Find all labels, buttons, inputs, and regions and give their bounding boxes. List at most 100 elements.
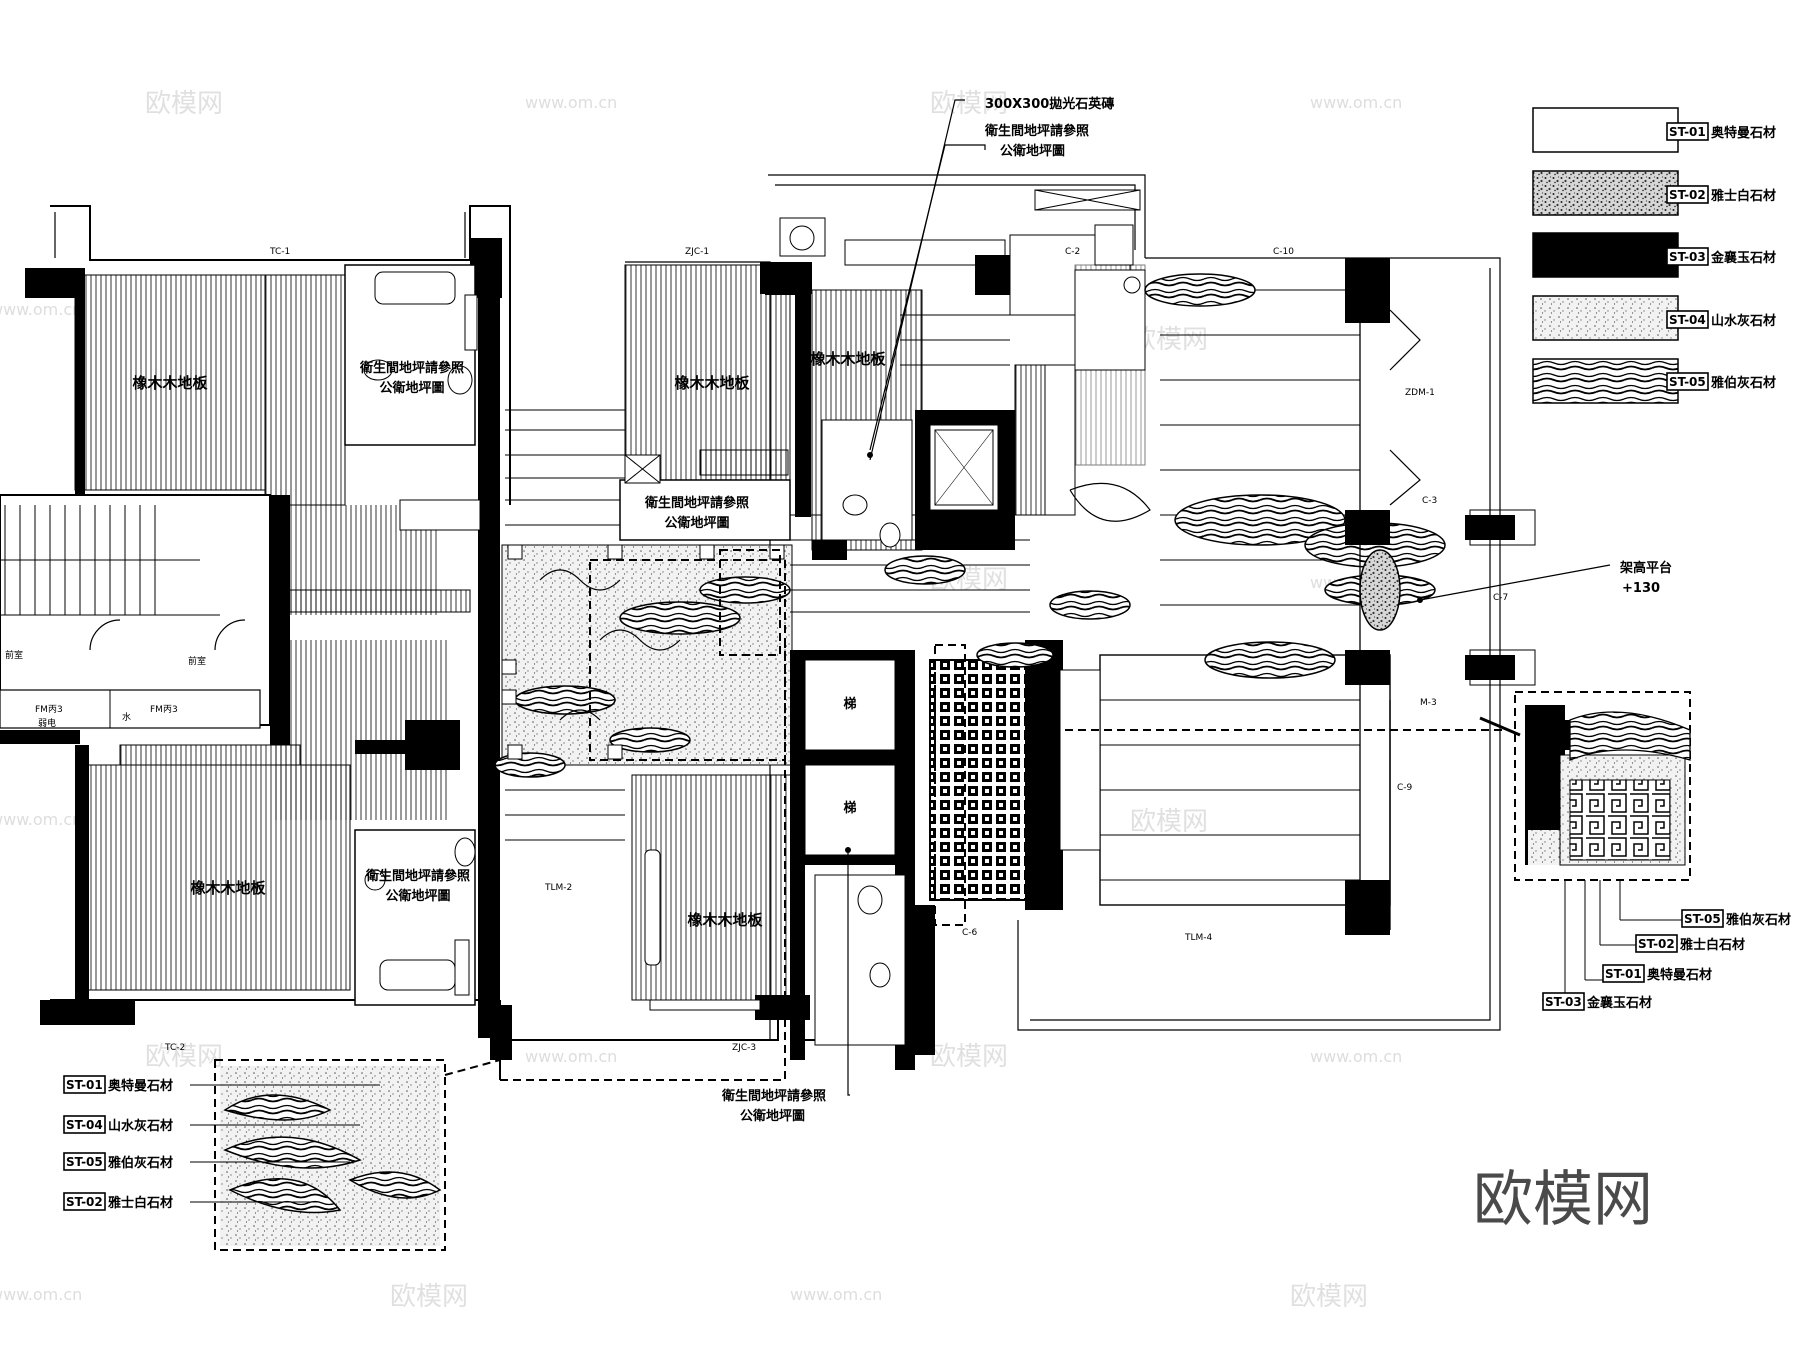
watermark-url-3: www.om.cn (0, 300, 82, 319)
watermark-brand-7: 欧模网 (145, 1042, 223, 1072)
detail-right-name-4: 金襄玉石材 (1586, 995, 1652, 1011)
tag-c9: C-9 (1397, 783, 1413, 793)
bath-note-3a: 衛生間地坪請參照 (365, 868, 470, 884)
legend-swatch-st04 (1532, 295, 1679, 341)
room-labels: 橡木木地板 橡木木地板 橡木木地板 橡木木地板 橡木木地板 衛生間地坪請參照 公… (5, 350, 886, 929)
living-area (884, 258, 1536, 935)
tag-c10: C-10 (1273, 247, 1294, 257)
watermark-brand-10: 欧模网 (1290, 1282, 1368, 1312)
legend-name-st02: 雅士白石材 (1711, 188, 1776, 204)
platform-note-2: +130 (1622, 581, 1660, 596)
tile-note-3: 公衛地坪圖 (1000, 143, 1065, 159)
tile-note-2: 衛生間地坪請參照 (984, 123, 1089, 139)
legend-name-st03: 金襄玉石材 (1710, 250, 1776, 266)
room-label-bedroom-5: 橡木木地板 (687, 911, 763, 929)
window-door-tags: TC-1 TC-2 ZJC-1 ZJC-3 C-2 C-10 C-3 C-6 C… (164, 247, 1508, 1053)
tag-zjc3: ZJC-3 (732, 1043, 756, 1053)
tile-note-1: 300X300拋光石英磚 (985, 96, 1114, 112)
detail-right-code-2: ST-02 (1638, 937, 1675, 951)
middle-bedroom (619, 262, 812, 541)
tag-zdm1: ZDM-1 (1405, 388, 1435, 398)
tag-zjc1: ZJC-1 (685, 247, 709, 257)
watermark-brand-2: 欧模网 (930, 89, 1008, 119)
bottom-note-2: 公衛地坪圖 (740, 1108, 805, 1124)
detail-inset-right: ST-05 雅伯灰石材 ST-02 雅士白石材 ST-01 奥特曼石材 ST-0… (1514, 691, 1791, 1011)
watermark-brand-8: 欧模网 (930, 1042, 1008, 1072)
bottom-note-1: 衛生間地坪請參照 (721, 1088, 826, 1104)
legend-code-st01: ST-01 (1669, 125, 1706, 139)
legend-code-st05: ST-05 (1669, 375, 1706, 389)
corridor-label-left: 前室 (5, 649, 23, 661)
material-legend: ST-01 奥特曼石材 ST-02 雅士白石材 ST-03 金襄玉石材 ST-0… (1532, 107, 1776, 404)
watermark-brand-1: 欧模网 (145, 89, 223, 119)
water-shaft-label: 水 (122, 711, 131, 723)
room-label-bedroom-4: 橡木木地板 (190, 879, 266, 897)
core: 梯 梯 (631, 189, 1146, 1070)
watermark-url-6: www.om.cn (525, 1047, 617, 1066)
legend-name-st05: 雅伯灰石材 (1711, 375, 1776, 391)
legend-code-st03: ST-03 (1669, 250, 1706, 264)
bath-note-3b: 公衛地坪圖 (385, 888, 450, 904)
watermark-url-5: www.om.cn (0, 810, 82, 829)
tile-annotation: 300X300拋光石英磚 衛生間地坪請參照 公衛地坪圖 (867, 96, 1114, 461)
watermark-url-8: www.om.cn (0, 1285, 82, 1304)
bath-note-1a: 衛生間地坪請參照 (359, 360, 464, 376)
detail-left-name-1: 奥特曼石材 (108, 1078, 173, 1094)
corridor-label-right: 前室 (188, 655, 206, 667)
watermark-url-2: www.om.cn (1310, 93, 1402, 112)
detail-left-code-4: ST-02 (66, 1195, 103, 1209)
platform-note-1: 架高平台 (1619, 560, 1672, 576)
detail-right-code-4: ST-03 (1545, 995, 1582, 1009)
tag-c6: C-6 (962, 928, 978, 938)
elevator-label-1: 梯 (843, 696, 856, 712)
detail-inset-left: ST-01 奥特曼石材 ST-04 山水灰石材 ST-05 雅伯灰石材 ST-0… (63, 1059, 501, 1251)
tag-m3: M-3 (1420, 698, 1437, 708)
bath-note-2b: 公衛地坪圖 (664, 515, 729, 531)
brand-watermark: 欧模网 (1473, 1165, 1653, 1235)
tag-c3: C-3 (1422, 496, 1437, 506)
platform-annotation: 架高平台 +130 (1417, 560, 1672, 603)
legend-name-st01: 奥特曼石材 (1711, 125, 1776, 141)
legend-swatch-st02 (1532, 170, 1679, 216)
legend-code-st02: ST-02 (1669, 188, 1706, 202)
tag-c2: C-2 (1065, 247, 1080, 257)
detail-left-code-1: ST-01 (66, 1078, 103, 1092)
left-wing (0, 238, 512, 1060)
detail-left-code-2: ST-04 (66, 1118, 103, 1132)
fire-door-2: FM丙3 (150, 704, 178, 715)
tag-tlm2: TLM-2 (544, 883, 572, 893)
detail-left-name-2: 山水灰石材 (108, 1118, 173, 1134)
elec-shaft-label: 弱电 (38, 717, 56, 729)
detail-left-name-3: 雅伯灰石材 (108, 1155, 173, 1171)
room-label-bedroom-1: 橡木木地板 (132, 374, 208, 392)
legend-swatch-st05 (1532, 358, 1679, 404)
tag-c7: C-7 (1493, 593, 1508, 603)
watermark-brand-9: 欧模网 (390, 1282, 468, 1312)
watermark-url-1: www.om.cn (525, 93, 617, 112)
room-label-bedroom-3: 橡木木地板 (810, 350, 886, 368)
detail-right-name-2: 雅士白石材 (1680, 937, 1745, 953)
room-label-bedroom-2: 橡木木地板 (674, 374, 750, 392)
detail-right-name-1: 雅伯灰石材 (1726, 912, 1791, 928)
fire-door-1: FM丙3 (35, 704, 63, 715)
detail-right-code-1: ST-05 (1684, 912, 1721, 926)
legend-name-st04: 山水灰石材 (1711, 313, 1776, 329)
detail-left-code-3: ST-05 (66, 1155, 103, 1169)
detail-left-name-4: 雅士白石材 (108, 1195, 173, 1211)
legend-code-st04: ST-04 (1669, 313, 1706, 327)
watermark-url-7: www.om.cn (1310, 1047, 1402, 1066)
legend-swatch-st01 (1532, 107, 1679, 153)
bath-note-2a: 衛生間地坪請參照 (644, 495, 749, 511)
watermark-brand-6: 欧模网 (1130, 807, 1208, 837)
detail-right-code-3: ST-01 (1605, 967, 1642, 981)
tag-tc1: TC-1 (269, 247, 290, 257)
tag-tc2: TC-2 (164, 1043, 185, 1053)
bath-note-1b: 公衛地坪圖 (379, 380, 444, 396)
tag-tlm4: TLM-4 (1184, 933, 1213, 943)
detail-right-name-3: 奥特曼石材 (1647, 967, 1712, 983)
bottom-annotation: 衛生間地坪請參照 公衛地坪圖 (500, 640, 851, 1124)
elevator-label-2: 梯 (843, 800, 856, 816)
watermark-url-9: www.om.cn (790, 1285, 882, 1304)
legend-swatch-st03 (1532, 232, 1679, 278)
